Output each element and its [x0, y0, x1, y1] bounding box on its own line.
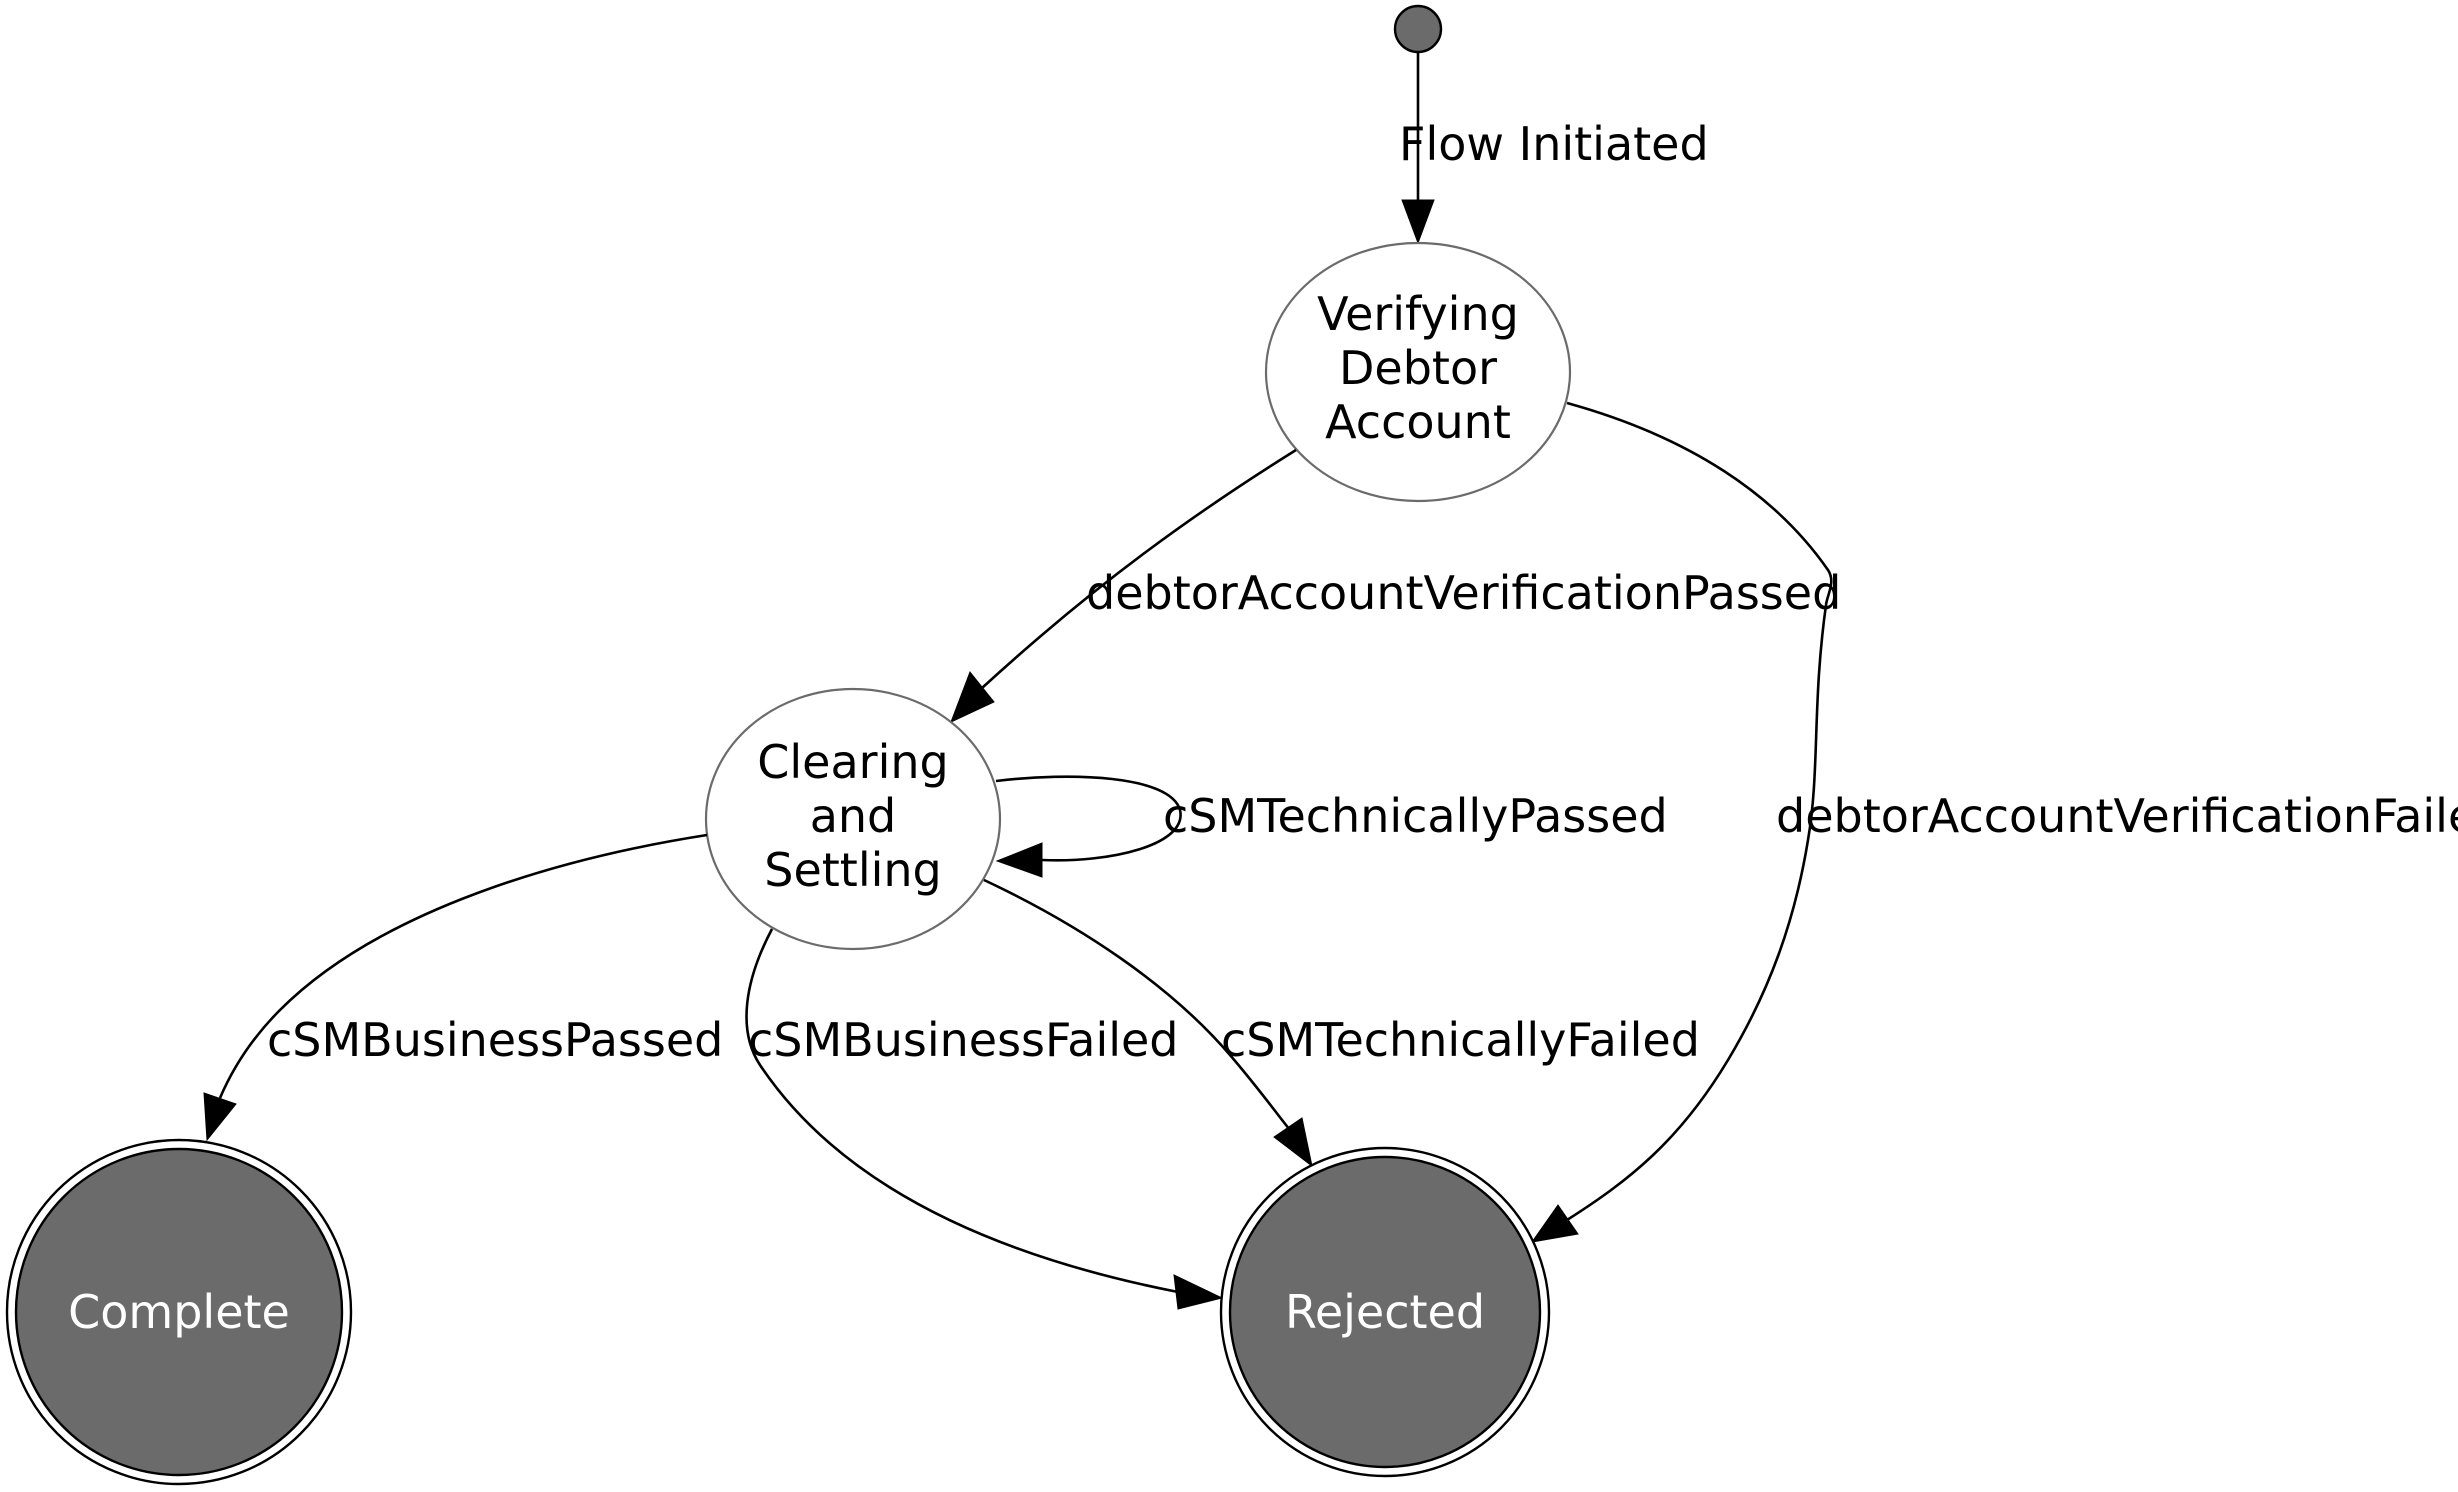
edge-label-flow-initiated: Flow Initiated — [1399, 117, 1709, 171]
final-state-label: Complete — [68, 1285, 290, 1339]
edge-label-verification-failed: debtorAccountVerificationFailed — [1776, 789, 2458, 843]
state-label-line: Debtor — [1339, 341, 1497, 395]
state-label-line: Clearing — [757, 735, 948, 789]
edge-label-technically-failed: cSMTechnicallyFailed — [1221, 1013, 1700, 1067]
edge-flow-initiated — [1401, 52, 1435, 245]
state-label-line: Settling — [764, 843, 942, 897]
final-state-label: Rejected — [1285, 1285, 1485, 1339]
state-label-line: and — [810, 789, 897, 843]
edge-business-failed — [745, 928, 1224, 1310]
edge-label-technically-passed: cSMTechnicallyPassed — [1163, 789, 1668, 843]
arrowhead — [1401, 199, 1435, 245]
edge-technically-failed — [983, 878, 1313, 1168]
edge-verification-passed — [950, 448, 1297, 723]
edge-technically-passed — [995, 775, 1182, 878]
edge-label-business-passed: cSMBusinessPassed — [267, 1013, 723, 1067]
final-state-complete: Complete — [5, 1138, 353, 1486]
edge-label-business-failed: cSMBusinessFailed — [748, 1013, 1179, 1067]
edge-label-verification-passed: debtorAccountVerificationPassed — [1086, 566, 1841, 620]
arrowhead — [1273, 1117, 1313, 1168]
state-label-line: Account — [1325, 395, 1511, 449]
initial-state-dot — [1393, 4, 1443, 54]
state-clearing-and-settling: Clearing and Settling — [704, 687, 1002, 951]
arrowhead — [1530, 1204, 1579, 1243]
state-verifying-debtor-account: Verifying Debtor Account — [1264, 241, 1572, 503]
arrowhead — [1173, 1274, 1224, 1310]
edge-business-passed — [203, 833, 708, 1142]
arrowhead — [995, 842, 1043, 878]
edge-verification-failed — [1530, 401, 1833, 1243]
state-label-line: Verifying — [1317, 287, 1519, 341]
arrowhead — [950, 671, 995, 723]
arrowhead — [203, 1092, 237, 1142]
final-state-rejected: Rejected — [1219, 1146, 1551, 1478]
